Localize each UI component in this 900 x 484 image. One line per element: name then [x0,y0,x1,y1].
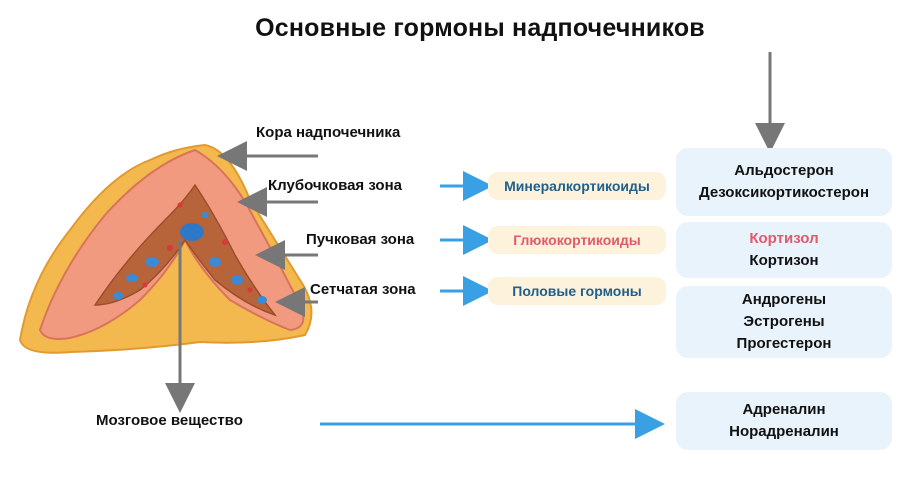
hormone-estrogens: Эстрогены [743,313,825,330]
hormone-cortisol: Кортизол [749,230,819,247]
label-cortex: Кора надпочечника [256,124,401,141]
hormone-aldosterone: Альдостерон [734,162,834,179]
box-sex-hormones: Андрогены Эстрогены Прогестерон [676,286,892,358]
hormone-cortisone: Кортизон [749,252,819,269]
group-mineralocorticoids: Минералкортикоиды [488,172,666,200]
box-glucocorticoid-hormones: Кортизол Кортизон [676,222,892,278]
hormone-androgens: Андрогены [741,291,827,308]
box-mineralocorticoid-hormones: Альдостерон Дезоксикортикостерон [676,148,892,216]
label-fasciculata: Пучковая зона [306,231,415,248]
hormone-deoxycorticosterone: Дезоксикортикостерон [698,184,870,201]
hormone-progesterone: Прогестерон [736,335,832,352]
hormone-noradrenaline: Норадреналин [729,423,839,440]
group-sex-hormones: Половые гормоны [488,277,666,305]
box-medulla-hormones: Адреналин Норадреналин [676,392,892,450]
group-glucocorticoids: Глюкокортикоиды [488,226,666,254]
label-reticularis: Сетчатая зона [310,281,416,298]
page-title: Основные гормоны надпочечников [255,14,705,42]
hormone-adrenaline: Адреналин [742,401,826,418]
label-medulla: Мозговое вещество [96,412,243,429]
label-glomerulosa: Клубочковая зона [268,177,402,194]
